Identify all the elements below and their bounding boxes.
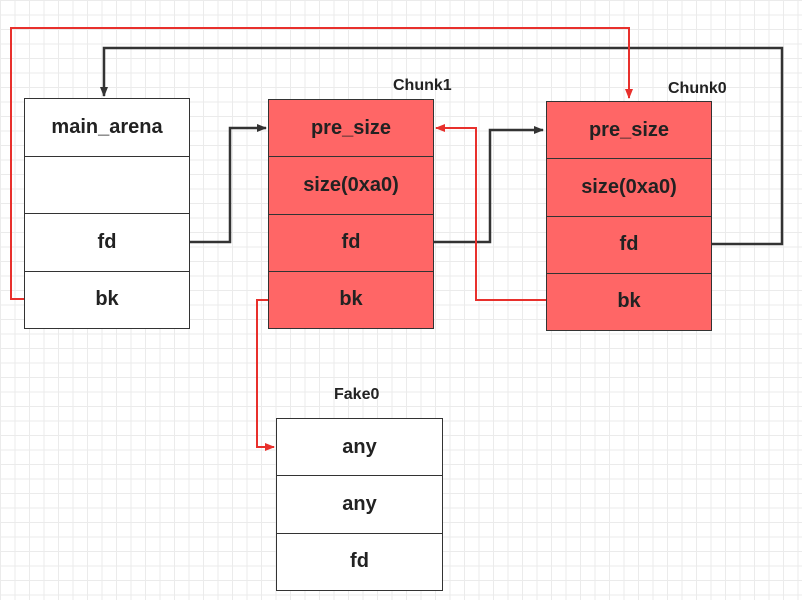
chunk1-fd-cell: fd xyxy=(269,213,433,271)
edge-chunk1-bk-to-fake0 xyxy=(256,299,275,451)
edge-main-arena-fd-to-chunk1 xyxy=(190,124,267,244)
chunk0-label: Chunk0 xyxy=(668,80,727,97)
chunk1-size-cell: size(0xa0) xyxy=(269,156,433,214)
chunk1-box: pre_size size(0xa0) fd bk xyxy=(268,99,434,329)
chunk0-fd-cell: fd xyxy=(547,215,711,273)
fake0-fd-cell: fd xyxy=(277,532,442,590)
fake0-box: any any fd xyxy=(276,418,443,591)
fake0-label: Fake0 xyxy=(334,386,380,403)
main-arena-title-cell: main_arena xyxy=(25,99,189,156)
chunk0-bk-cell: bk xyxy=(547,272,711,330)
edge-main-arena-bk-to-chunk0 xyxy=(10,27,633,300)
chunk0-pre-size-cell: pre_size xyxy=(547,102,711,159)
chunk0-box: pre_size size(0xa0) fd bk xyxy=(546,101,712,331)
main-arena-empty-cell xyxy=(25,155,189,213)
fake0-any-cell-1: any xyxy=(277,419,442,476)
edge-chunk0-fd-to-main-arena xyxy=(100,46,784,246)
main-arena-bk-cell: bk xyxy=(25,270,189,328)
edge-chunk1-fd-to-chunk0 xyxy=(434,126,544,244)
main-arena-box: main_arena fd bk xyxy=(24,98,190,329)
fake0-any-cell-2: any xyxy=(277,475,442,533)
chunk1-bk-cell: bk xyxy=(269,270,433,328)
chunk0-size-cell: size(0xa0) xyxy=(547,158,711,216)
main-arena-fd-cell: fd xyxy=(25,213,189,271)
chunk1-label: Chunk1 xyxy=(393,77,452,94)
chunk1-pre-size-cell: pre_size xyxy=(269,100,433,157)
edge-chunk0-bk-to-chunk1 xyxy=(435,124,546,301)
